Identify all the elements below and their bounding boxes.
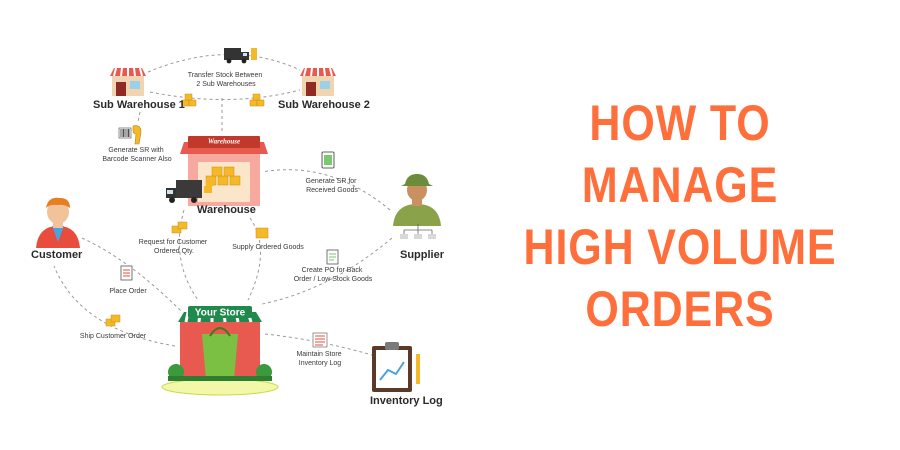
warehouse-truck-icon: [166, 179, 214, 203]
warehouse-label: Warehouse: [197, 204, 256, 216]
your-store-icon: [168, 306, 272, 381]
sub-warehouse-2-shop-icon: [300, 67, 336, 96]
warehouse-sign-text: Warehouse: [208, 138, 240, 146]
headline: HOW TO MANAGE HIGH VOLUME ORDERS: [499, 92, 860, 340]
edge-sub1-barcode: [137, 111, 141, 123]
edge-label-ship-customer-order: Ship Customer Order: [80, 333, 147, 340]
your-store-sign-text: Your Store: [195, 308, 246, 319]
headline-line-2: MANAGE: [581, 157, 779, 213]
edge-sub2-sub1: [149, 89, 301, 101]
customer-label: Customer: [31, 249, 83, 261]
edge-label-generate-sr-barcode: Generate SR with Barcode Scanner Also: [102, 147, 171, 163]
edge-warehouse-store: [178, 209, 199, 301]
ship-order-box-icon: [105, 314, 121, 327]
edge-label-maintain-inventory-log: Maintain Store Inventory Log: [296, 351, 343, 367]
customer-avatar-icon: [36, 197, 80, 248]
received-goods-document-icon: [321, 151, 335, 169]
sub-warehouse-1-boxes-icon: [181, 93, 197, 107]
barcode-scanner-icon: [118, 125, 142, 145]
sub-warehouse-1-label: Sub Warehouse 1: [93, 99, 185, 111]
edge-label-create-po: Create PO for Back Order / Low Stock Goo…: [294, 267, 373, 283]
edge-label-place-order: Place Order: [109, 288, 147, 295]
edge-label-generate-sr-received: Generate SR for Received Goods: [306, 178, 359, 194]
supply-box-icon: [255, 227, 269, 239]
supplier-network-icon: [400, 224, 436, 239]
sub-warehouse-2-label: Sub Warehouse 2: [278, 99, 370, 111]
edge-supplier-warehouse: [261, 169, 391, 211]
inventory-log-clipboard-icon: [372, 342, 420, 392]
edge-customer-store: [81, 237, 183, 313]
edge-warehouse-supply: [247, 217, 261, 301]
headline-line-4: ORDERS: [585, 281, 775, 337]
edge-label-supply-ordered-goods: Supply Ordered Goods: [232, 244, 304, 251]
inventory-list-icon: [312, 332, 328, 348]
headline-line-3: HIGH VOLUME: [523, 219, 837, 275]
inventory-log-label: Inventory Log: [370, 395, 443, 407]
truck-icon: [224, 48, 257, 64]
edge-label-request-customer-qty: Request for Customer Ordered Qty.: [139, 239, 209, 255]
sub-warehouse-1-shop-icon: [110, 67, 146, 96]
edge-supplier-store: [261, 237, 393, 305]
edge-sub1-sub2: [147, 54, 301, 73]
supplier-label: Supplier: [400, 249, 445, 261]
supplier-avatar-icon: [393, 174, 441, 226]
place-order-document-icon: [120, 265, 133, 281]
store-ground-icon: [161, 378, 279, 396]
request-box-icon: [171, 221, 188, 234]
sub-warehouse-2-boxes-icon: [249, 93, 265, 107]
edge-label-transfer-stock: Transfer Stock Between 2 Sub Warehouses: [188, 72, 264, 88]
purchase-order-document-icon: [326, 249, 339, 265]
headline-line-1: HOW TO: [589, 95, 771, 151]
